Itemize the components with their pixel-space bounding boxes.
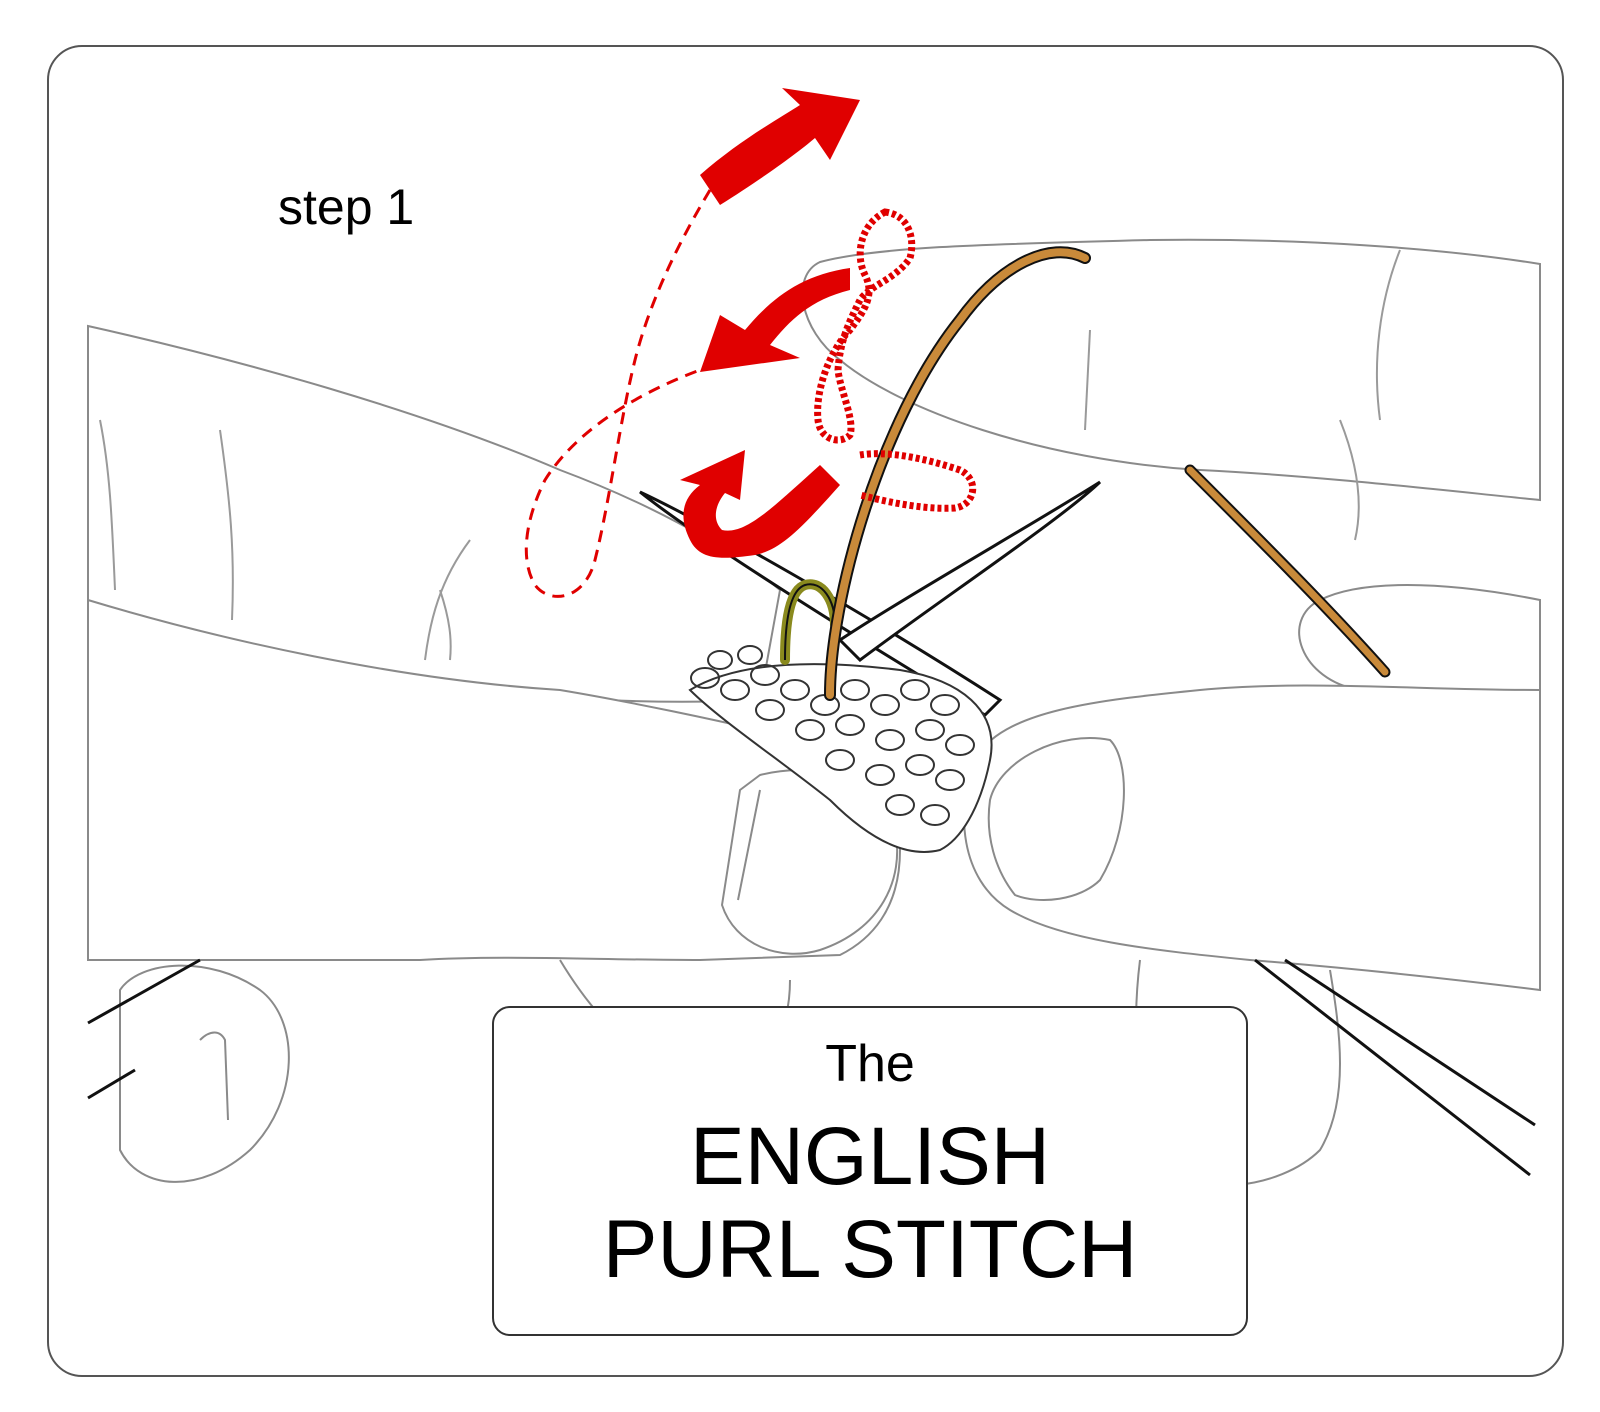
knitted-fabric [688, 645, 993, 853]
title-line-purl-stitch: PURL STITCH [602, 1204, 1138, 1296]
right-hand-creases [1084, 249, 1401, 541]
title-line-english: ENGLISH [690, 1111, 1050, 1202]
working-yarn [824, 246, 1391, 701]
red-motion-arrows [680, 88, 860, 558]
stitch-loop-outline [784, 583, 836, 661]
dashed-yarn-path [524, 189, 977, 598]
title-box: The ENGLISH PURL STITCH [492, 1006, 1248, 1336]
step-label: step 1 [278, 179, 415, 235]
left-hand-creases [99, 419, 471, 661]
title-line-the: The [825, 1035, 915, 1093]
left-hand [87, 324, 902, 1183]
